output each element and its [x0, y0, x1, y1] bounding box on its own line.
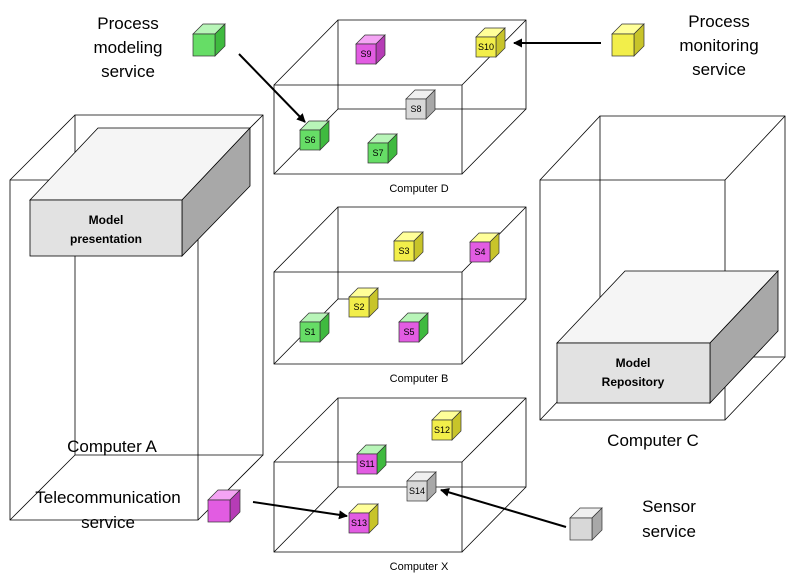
service-s1-label: S1 — [304, 327, 315, 337]
service-s8-label: S8 — [410, 104, 421, 114]
model-presentation-module: Model presentation — [29, 126, 251, 257]
legend-monitoring-cube-front — [611, 33, 635, 57]
service-s13: S13 — [348, 503, 379, 534]
legend-sensor: Sensor service — [642, 497, 696, 541]
legend-sensor-line-2: service — [642, 522, 696, 541]
service-s2-label: S2 — [353, 302, 364, 312]
service-s11-label: S11 — [359, 459, 374, 469]
service-s1: S1 — [299, 312, 330, 343]
service-s13-label: S13 — [351, 518, 367, 528]
legend-monitoring-line-3: service — [692, 60, 746, 79]
legend-telecom-line-2: service — [81, 513, 135, 532]
legend-modeling-cube — [192, 23, 226, 57]
legend-telecom-line-1: Telecommunication — [35, 488, 181, 507]
service-s4: S4 — [469, 232, 500, 263]
service-s3: S3 — [393, 231, 424, 262]
legend-sensor-line-1: Sensor — [642, 497, 696, 516]
legend-telecom-cube-front — [207, 499, 231, 523]
service-s12-front — [431, 419, 453, 441]
service-s2: S2 — [348, 287, 379, 318]
legend-modeling: Process modeling service — [94, 14, 163, 81]
computer-d-label: Computer D — [389, 183, 448, 195]
service-s14-front — [406, 480, 428, 502]
service-s12: S12 — [431, 410, 462, 441]
computer-c-label: Computer C — [607, 431, 699, 450]
arrow-sensor-to-s14 — [440, 487, 567, 528]
service-s1-front — [299, 321, 321, 343]
legend-telecom: Telecommunication service — [35, 488, 181, 532]
service-s9-label: S9 — [360, 49, 371, 59]
legend-monitoring-line-1: Process — [688, 12, 749, 31]
legend-modeling-line-3: service — [101, 62, 155, 81]
service-s6-front — [299, 129, 321, 151]
service-s11-front — [356, 453, 378, 475]
service-s9-front — [355, 43, 377, 65]
service-s6: S6 — [299, 120, 330, 151]
service-s7: S7 — [367, 133, 398, 164]
service-s12-label: S12 — [434, 425, 450, 435]
service-s9: S9 — [355, 34, 386, 65]
service-s6-label: S6 — [304, 135, 315, 145]
service-s10: S10 — [475, 27, 506, 58]
legend-monitoring-cube — [611, 23, 645, 57]
service-s5-front — [398, 321, 420, 343]
service-s11: S11 — [356, 444, 387, 475]
computer-x-label: Computer X — [390, 561, 449, 573]
model-presentation-label-2: presentation — [70, 232, 142, 246]
computer-x-box — [273, 397, 527, 553]
arrow-telecom-to-s13 — [252, 501, 348, 520]
legend-sensor-cube — [569, 507, 603, 541]
legend-modeling-line-2: modeling — [94, 38, 163, 57]
service-s7-front — [367, 142, 389, 164]
legend-monitoring-line-2: monitoring — [679, 36, 758, 55]
service-s2-front — [348, 296, 370, 318]
model-repository-label-1: Model — [616, 356, 651, 370]
legend-modeling-cube-front — [192, 33, 216, 57]
service-s10-front — [475, 36, 497, 58]
service-s13-front — [348, 512, 370, 534]
computer-a-label: Computer A — [67, 437, 157, 456]
service-s8-front — [405, 98, 427, 120]
legend-sensor-cube-front — [569, 517, 593, 541]
service-s4-label: S4 — [474, 247, 485, 257]
model-repository-module: Model Repository — [556, 269, 779, 405]
service-s14: S14 — [406, 471, 437, 502]
computer-b-label: Computer B — [390, 373, 449, 385]
service-s8: S8 — [405, 89, 436, 120]
arrow-modeling-to-s6 — [238, 53, 306, 123]
service-s4-front — [469, 241, 491, 263]
service-s5: S5 — [398, 312, 429, 343]
service-s10-label: S10 — [478, 42, 494, 52]
model-repository-label-2: Repository — [602, 375, 665, 389]
service-s3-label: S3 — [398, 246, 409, 256]
service-s7-label: S7 — [372, 148, 383, 158]
service-s5-label: S5 — [403, 327, 414, 337]
legend-monitoring: Process monitoring service — [679, 12, 758, 79]
legend-modeling-line-1: Process — [97, 14, 158, 33]
service-s3-front — [393, 240, 415, 262]
legend-telecom-cube — [207, 489, 241, 523]
model-presentation-label-1: Model — [89, 213, 124, 227]
service-s14-label: S14 — [409, 486, 425, 496]
